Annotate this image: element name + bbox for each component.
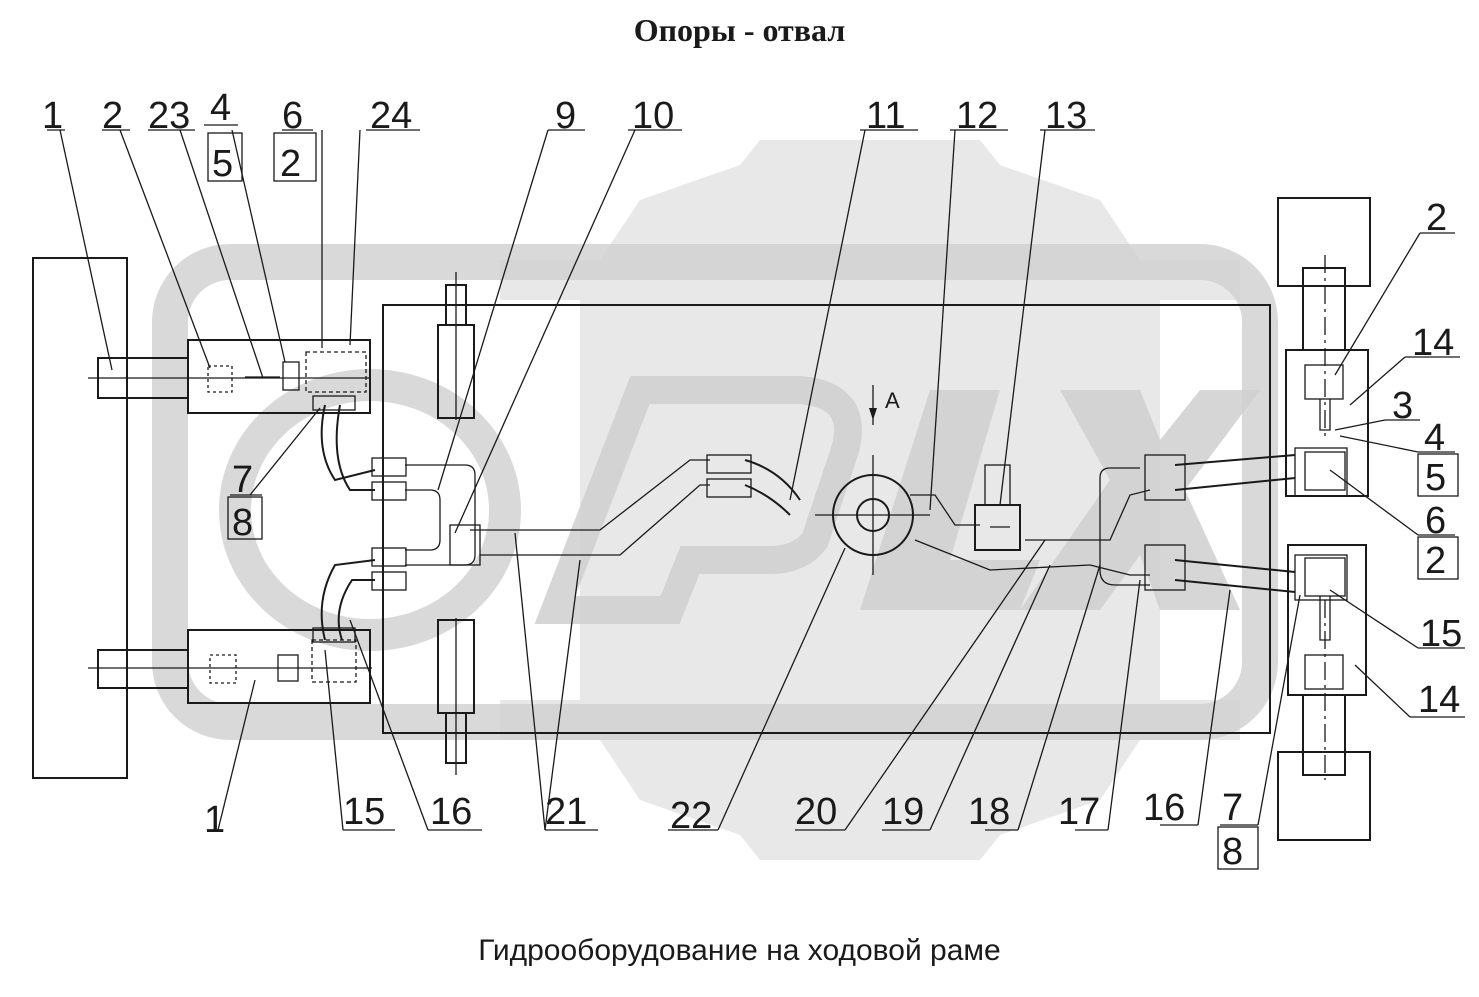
left-frame-beam: [32, 257, 128, 779]
callout-23: 23: [148, 95, 190, 137]
callout-9: 9: [555, 95, 576, 137]
left-lower-cylinder: [88, 629, 372, 704]
leader-lines: [47, 124, 1465, 870]
callout-4-right: 4: [1424, 417, 1445, 459]
callout-13: 13: [1045, 95, 1087, 137]
view-marker: А: [885, 388, 900, 413]
callout-24: 24: [370, 95, 412, 137]
callout-labels: 1 2 23 4 5 6 2 24 9 10 11 12 13 2 14 3 4…: [42, 87, 1462, 873]
callout-10: 10: [632, 95, 674, 137]
callout-6-right: 6: [1425, 500, 1446, 542]
rotary-joint: [815, 385, 930, 575]
callout-5-right: 5: [1425, 457, 1446, 499]
watermark-logo: [152, 140, 1278, 860]
callout-14-right-top: 14: [1412, 322, 1454, 364]
callout-18: 18: [968, 791, 1010, 833]
callout-7-left: 7: [232, 459, 253, 501]
callout-20: 20: [795, 791, 837, 833]
callout-17: 17: [1058, 791, 1100, 833]
callout-2-right-sub: 2: [1425, 540, 1446, 582]
callout-8-right: 8: [1222, 831, 1243, 873]
callout-7-right: 7: [1222, 787, 1243, 829]
braided-hoses: [320, 404, 1296, 641]
callout-8-left: 8: [232, 502, 253, 544]
callout-15-right: 15: [1420, 613, 1462, 655]
callout-1-top: 1: [42, 95, 63, 137]
main-frame: [382, 304, 1271, 734]
callout-19: 19: [882, 791, 924, 833]
callout-2-top: 2: [102, 95, 123, 137]
callout-6-top: 6: [282, 95, 303, 137]
diagram-caption: Гидрооборудование на ходовой раме: [478, 934, 1001, 967]
callout-16-bottom-left: 16: [430, 791, 472, 833]
callout-3: 3: [1392, 385, 1413, 427]
callout-11: 11: [866, 95, 905, 137]
callout-1-bottom: 1: [204, 799, 225, 841]
callout-4-top: 4: [210, 87, 231, 129]
valve-block: [974, 464, 1021, 551]
callout-16-bottom-right: 16: [1143, 787, 1185, 829]
callout-21: 21: [545, 791, 587, 833]
callout-15-bottom: 15: [343, 791, 385, 833]
left-upper-cylinder: [88, 339, 371, 414]
callout-2-top-sub: 2: [280, 143, 301, 185]
callout-12: 12: [956, 95, 998, 137]
callout-14-right-bottom: 14: [1418, 679, 1460, 721]
callout-5-top: 5: [212, 143, 233, 185]
right-lower-wheel-assembly: [1277, 544, 1371, 841]
callout-2-right: 2: [1426, 197, 1447, 239]
right-upper-wheel-assembly: [1277, 197, 1371, 497]
callout-22: 22: [670, 795, 712, 837]
diagram-title: Опоры - отвал: [633, 12, 846, 48]
frame-brackets: [437, 272, 475, 775]
